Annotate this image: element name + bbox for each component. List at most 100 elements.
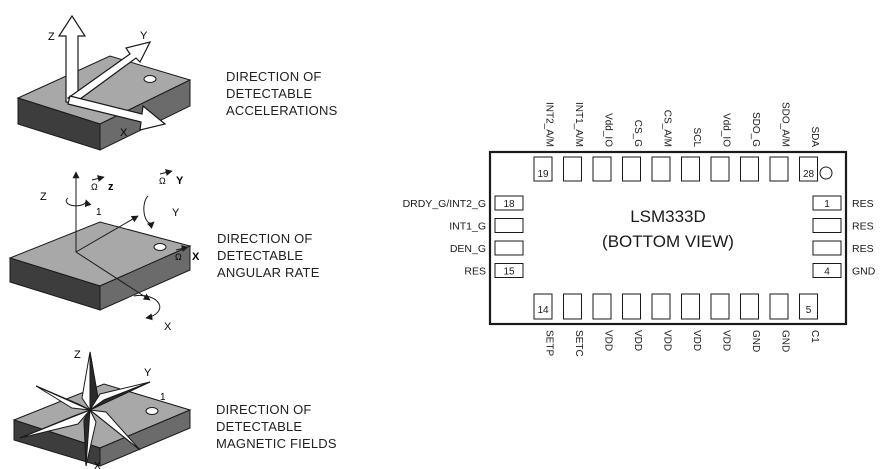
bottom-pad	[533, 293, 553, 320]
ang-package-side	[99, 245, 191, 311]
magnetic-figure: Z Y X 1	[12, 349, 192, 469]
chip-name: LSM333D	[630, 207, 706, 226]
bottom-pin-label: VDD	[632, 330, 643, 351]
ang-omega-x-label: X	[192, 251, 200, 263]
top-pad	[799, 156, 818, 182]
ang-omega-y-label: Y	[176, 175, 184, 187]
angular-caption: DIRECTION OF DETECTABLE ANGULAR RATE	[217, 230, 320, 281]
top-pad	[592, 156, 612, 182]
bottom-pin-label: C1	[809, 330, 820, 343]
bottom-pad	[740, 293, 759, 320]
mag-axis-x: X	[94, 461, 101, 469]
top-pin-label: SCL	[691, 128, 702, 148]
right-pad	[812, 240, 842, 256]
ang-omega-x-symbol: Ω	[175, 252, 182, 262]
ang-pin1-label: 1	[96, 207, 102, 218]
ang-omega-z-label: z	[108, 181, 114, 193]
mag-caption-line: DIRECTION OF	[216, 402, 312, 417]
ang-x-axis-line	[75, 251, 151, 301]
ang-caption-line: ANGULAR RATE	[217, 265, 320, 280]
mag-axis-y: Y	[144, 367, 152, 379]
ang-omega-z-symbol: Ω	[91, 182, 98, 192]
top-pad	[622, 156, 641, 182]
left-pin-label: DEN_G	[450, 243, 486, 255]
ang-caption-line: DETECTABLE	[217, 248, 304, 263]
acc-caption-line: DIRECTION OF	[226, 69, 322, 84]
acc-axis-y: Y	[140, 30, 148, 42]
chip-view: (BOTTOM VIEW)	[602, 232, 734, 251]
top-pad	[740, 156, 759, 182]
angular-figure: Ω Ω Ω z Y X Z Y X 1	[8, 169, 200, 333]
bottom-pin-label: VDD	[603, 330, 614, 351]
mag-package-side	[99, 409, 191, 467]
bottom-pad	[563, 293, 582, 320]
acc-x-arrow	[67, 95, 167, 131]
magnetic-caption: DIRECTION OF DETECTABLE MAGNETIC FIELDS	[216, 401, 337, 452]
left-pad	[494, 218, 524, 233]
ang-y-axis-line	[75, 215, 139, 253]
left-pin-label: INT1_G	[449, 221, 486, 233]
bottom-pad	[592, 293, 612, 320]
left-pad	[494, 195, 524, 211]
top-pin-label: CS_A/M	[662, 110, 673, 147]
pin1-indicator-circle	[819, 166, 833, 180]
ang-omega-y-symbol: Ω	[159, 176, 166, 186]
bottom-pad	[710, 293, 730, 320]
left-pad	[494, 263, 524, 278]
right-pad	[812, 195, 842, 211]
pin-number-1: 1	[824, 199, 830, 210]
ang-z-rotation-arc	[65, 197, 92, 208]
ang-y-rotation-arc	[143, 195, 155, 229]
bottom-pin-label: GND	[750, 330, 761, 352]
pin-number-28: 28	[803, 169, 815, 180]
top-pads	[533, 156, 818, 182]
top-pad	[563, 156, 582, 182]
right-pin-label: GND	[852, 266, 876, 278]
right-pad	[812, 263, 842, 278]
bottom-pin-label: VDD	[662, 330, 673, 351]
acc-axis-z: Z	[48, 31, 55, 43]
acc-pin1-dot	[143, 75, 157, 83]
left-pad	[494, 240, 524, 256]
bottom-pad	[799, 293, 818, 320]
bottom-pad	[622, 293, 641, 320]
right-pad	[812, 218, 842, 233]
ang-axis-y: Y	[172, 207, 180, 219]
pin-number-15: 15	[503, 267, 515, 278]
pin-number-5: 5	[806, 305, 812, 316]
top-pin-label: Vdd_IO	[603, 113, 614, 147]
mag-pin1-dot	[145, 407, 159, 415]
ang-omega-y-arrow	[159, 169, 173, 176]
ang-omega-z-arrow	[91, 175, 105, 182]
top-pin-label: SDO_A/M	[780, 102, 791, 147]
top-pin-label: SDA	[809, 126, 820, 147]
mag-axis-z: Z	[74, 349, 81, 361]
bottom-pad	[681, 293, 700, 320]
ang-axis-x: X	[164, 321, 172, 333]
pin-number-19: 19	[537, 169, 549, 180]
ang-caption-line: DIRECTION OF	[217, 231, 313, 246]
right-pin-label: RES	[852, 243, 874, 255]
acc-caption-line: ACCELERATIONS	[226, 103, 338, 118]
top-pin-label: SDO_G	[750, 112, 761, 147]
bottom-pin-label: GND	[780, 330, 791, 352]
ang-omega-x-arrow	[175, 245, 189, 252]
bottom-pin-label: VDD	[691, 330, 702, 351]
top-pin-label: Vdd_IO	[721, 113, 732, 147]
top-pad	[681, 156, 700, 182]
left-pin-label: RES	[464, 266, 486, 278]
pin-number-4: 4	[824, 267, 830, 278]
bottom-pin-label: SETC	[573, 330, 584, 357]
acc-axis-x: X	[120, 127, 128, 139]
top-pin-label: CS_G	[632, 120, 643, 147]
left-pads	[494, 195, 524, 278]
top-pad	[769, 156, 789, 182]
top-pin-label: INT1_A/M	[573, 102, 584, 147]
bottom-pin-label: VDD	[721, 330, 732, 351]
pin-number-18: 18	[503, 199, 515, 210]
left-pin-label: DRDY_G/INT2_G	[403, 198, 486, 210]
right-pin-label: RES	[852, 198, 874, 210]
bottom-pad	[769, 293, 789, 320]
pin-number-14: 14	[537, 305, 549, 316]
top-pad	[533, 156, 553, 182]
